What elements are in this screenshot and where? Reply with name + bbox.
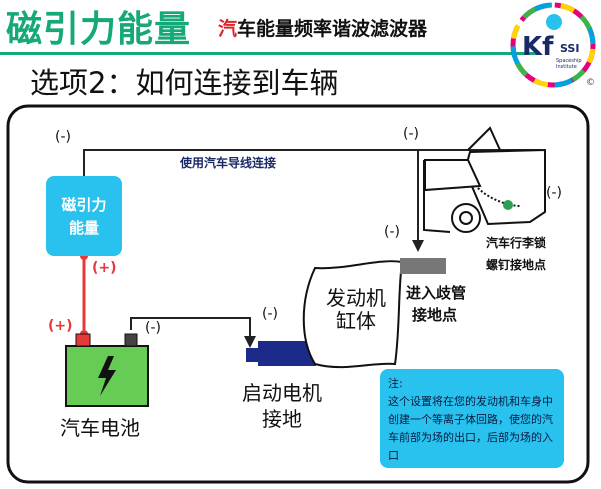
neg-label-top-left: (-) bbox=[55, 129, 71, 145]
arrow-starter bbox=[244, 336, 256, 348]
battery-label: 汽车电池 bbox=[60, 416, 140, 440]
device-label: 磁引力 能量 bbox=[61, 196, 107, 237]
wire-label: 使用汽车导线连接 bbox=[180, 156, 277, 170]
battery-positive-terminal bbox=[75, 333, 91, 347]
neg-label-intake: (-) bbox=[384, 224, 400, 240]
header-subtitle-first-char: 汽 bbox=[218, 18, 238, 40]
slide-title: 选项2：如何连接到车辆 bbox=[30, 66, 339, 100]
kfssi-logo: Kf SSI Spaceship Institute © bbox=[510, 2, 596, 88]
neg-label-truck: (-) bbox=[546, 185, 562, 201]
logo-text-small: SSI bbox=[560, 42, 580, 55]
engine-block bbox=[302, 260, 404, 369]
engine-block-label: 发动机 缸体 bbox=[326, 286, 386, 333]
logo-text: Kf bbox=[522, 32, 554, 62]
pos-label-battery: (+) bbox=[48, 318, 73, 334]
pos-label-device: (+) bbox=[92, 260, 117, 276]
lightning-icon bbox=[98, 356, 116, 396]
neg-label-top-mid: (-) bbox=[403, 126, 419, 142]
truck-icon bbox=[423, 126, 546, 233]
note-title: 注: bbox=[388, 377, 403, 390]
note-box: 注: 这个设置将在您的发动机和车身中创建一个等离子体回路，使您的汽车前部为场的出… bbox=[380, 369, 564, 468]
battery-negative-terminal bbox=[124, 333, 138, 347]
trunk-ground-dot bbox=[503, 200, 513, 210]
negative-wire-starter bbox=[130, 317, 251, 340]
arrow-intake bbox=[412, 240, 424, 252]
header-subtitle-rest: 车能量频率谐波滤波器 bbox=[237, 18, 428, 40]
intake-label: 进入歧管 接地点 bbox=[406, 284, 467, 324]
starter-label: 启动电机 接地 bbox=[242, 381, 322, 431]
magrav-device bbox=[46, 176, 122, 256]
neg-label-battery: (-) bbox=[145, 320, 161, 336]
header-divider bbox=[0, 52, 540, 55]
header-title: 磁引力能量 bbox=[6, 9, 192, 50]
note-body: 这个设置将在您的发动机和车身中创建一个等离子体回路，使您的汽车前部为场的出口，后… bbox=[388, 395, 553, 462]
neg-label-starter: (-) bbox=[262, 306, 278, 322]
starter-terminal bbox=[246, 348, 258, 362]
header-subtitle: 汽车能量频率谐波滤波器 bbox=[218, 14, 427, 41]
diagram-frame bbox=[6, 104, 590, 484]
logo-copyright-mark: © bbox=[586, 78, 595, 88]
intake-manifold bbox=[400, 258, 446, 274]
trunk-ground-label: 汽车行李锁 螺钉接地点 bbox=[486, 236, 547, 272]
logo-tagline: Spaceship Institute bbox=[556, 58, 582, 70]
